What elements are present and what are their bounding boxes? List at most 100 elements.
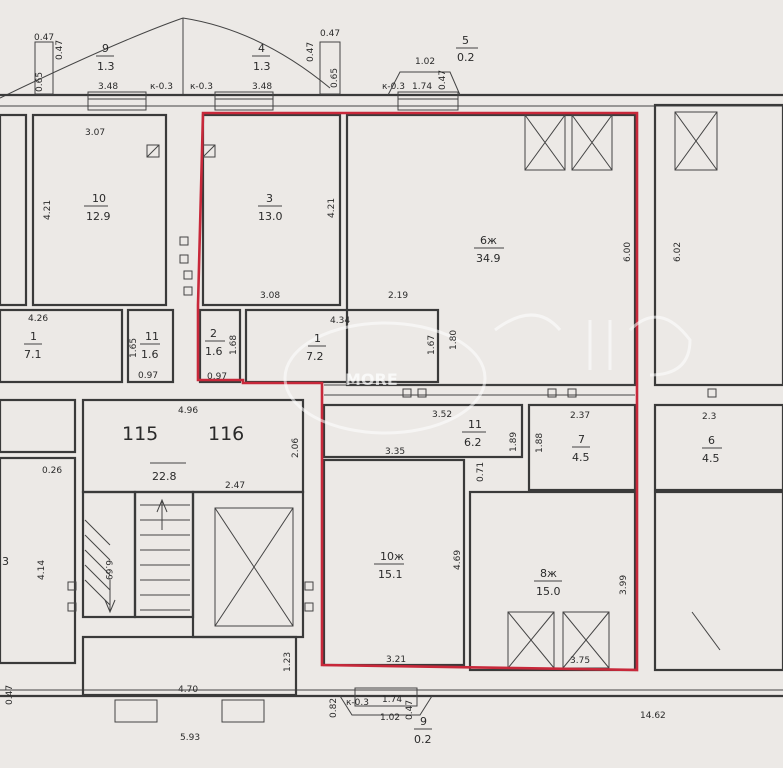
dim-label: 0.47 <box>5 685 15 705</box>
dim-label: 2.37 <box>570 411 590 421</box>
dim-label: 3.48 <box>252 82 272 92</box>
dim-label: 3.52 <box>432 410 452 420</box>
dim-label: 1.88 <box>535 433 545 453</box>
dim-label: 0.47 <box>438 70 448 90</box>
room-area: 4.5 <box>572 451 590 464</box>
dim-label: 1.74 <box>412 82 432 92</box>
top-dimensions: 0.47 0.47 0.65 3.48 к-0.3 к-0.3 3.48 0.4… <box>34 29 448 92</box>
room-number: 3 <box>266 192 273 205</box>
dim-label: 0.97 <box>138 371 158 381</box>
dim-label: 1.74 <box>382 695 402 705</box>
room-number: 3 <box>2 555 9 568</box>
dim-label: 0.47 <box>306 42 316 62</box>
balcony-number: 5 <box>462 34 469 47</box>
dim-label: 0.47 <box>55 40 65 60</box>
room-number: 2 <box>210 327 217 340</box>
outer-walls <box>0 17 783 723</box>
dim-label: 3.75 <box>570 656 590 666</box>
dim-label: 6.02 <box>673 242 683 262</box>
room-area: 4.5 <box>702 452 720 465</box>
dim-label: к-0.3 <box>382 82 405 92</box>
dim-label: 1.80 <box>449 330 459 350</box>
dim-label: 14.62 <box>640 711 666 721</box>
balcony-labels: 9 1.3 4 1.3 5 0.2 9 0.2 <box>96 34 478 746</box>
apartment-number-115: 115 <box>122 423 158 445</box>
dim-label: 6.69 <box>103 560 113 580</box>
dim-label: 0.47 <box>34 33 54 43</box>
room-area: 12.9 <box>86 210 111 223</box>
misc-dimensions: 2.47 6.69 4.14 0.26 1.23 4.70 5.93 0.82 … <box>2 466 666 743</box>
dim-label: 4.26 <box>28 314 48 324</box>
balcony-area: 0.2 <box>414 733 432 746</box>
dim-label: 4.21 <box>327 198 337 218</box>
balcony-number: 4 <box>258 42 265 55</box>
dim-label: 3.99 <box>619 575 629 595</box>
room-number: 7 <box>578 433 585 446</box>
dim-label: 6.00 <box>623 242 633 262</box>
room-area: 13.0 <box>258 210 283 223</box>
watermark: MORE <box>283 313 692 435</box>
balcony-area: 0.2 <box>457 51 475 64</box>
room-area: 7.1 <box>24 348 42 361</box>
room-area: 15.0 <box>536 585 561 598</box>
room-number: 11 <box>468 418 482 431</box>
room-number: 11 <box>145 330 159 343</box>
room-walls <box>0 103 783 697</box>
dim-label: 3.07 <box>85 128 105 138</box>
dim-label: 0.47 <box>320 29 340 39</box>
apartment-highlight <box>196 111 639 672</box>
dim-label: 2.47 <box>225 481 245 491</box>
dim-label: 1.67 <box>427 335 437 355</box>
dim-label: 3.08 <box>260 291 280 301</box>
room-number: 6ж <box>480 234 497 247</box>
dim-label: 1.02 <box>415 57 435 67</box>
dim-label: 1.23 <box>283 652 293 672</box>
dim-label: 4.14 <box>37 560 47 580</box>
apartment-numbers: 115 116 <box>122 423 244 445</box>
dim-label: 0.97 <box>207 372 227 382</box>
dim-label: 2.3 <box>702 412 716 422</box>
dim-label: 0.82 <box>329 698 339 718</box>
dim-label: 0.47 <box>405 700 415 720</box>
dim-label: к-0.3 <box>190 82 213 92</box>
room-area: 1.6 <box>205 345 223 358</box>
room-number: 8ж <box>540 567 557 580</box>
apartment-number-116: 116 <box>208 423 244 445</box>
dim-label: 4.96 <box>178 406 198 416</box>
room-area: 7.2 <box>306 350 324 363</box>
room-area: 6.2 <box>464 436 482 449</box>
room-area: 34.9 <box>476 252 501 265</box>
dim-label: 0.65 <box>330 68 340 88</box>
dim-label: 4.69 <box>453 550 463 570</box>
balcony-area: 1.3 <box>253 60 271 73</box>
balcony-number: 9 <box>420 715 427 728</box>
room-number: 1 <box>30 330 37 343</box>
room-area: 1.6 <box>141 348 159 361</box>
balcony-number: 9 <box>102 42 109 55</box>
dim-label: к-0.3 <box>150 82 173 92</box>
dim-label: 1.02 <box>380 713 400 723</box>
room-labels: 3.07 4.21 10 12.9 4.21 3.08 3 13.0 6.00 … <box>24 128 722 666</box>
dim-label: 4.34 <box>330 316 350 326</box>
balcony-area: 1.3 <box>97 60 115 73</box>
room-area: 22.8 <box>152 470 177 483</box>
room-area: 15.1 <box>378 568 403 581</box>
room-number: 6 <box>708 434 715 447</box>
dim-label: 1.68 <box>229 335 239 355</box>
dim-label: к-0.3 <box>346 698 369 708</box>
dim-label: 5.93 <box>180 733 200 743</box>
dim-label: 1.65 <box>129 338 139 358</box>
watermark-text: MORE <box>345 370 398 389</box>
room-number: 10 <box>92 192 106 205</box>
dim-label: 0.71 <box>476 462 486 482</box>
dim-label: 1.89 <box>509 432 519 452</box>
dim-label: 0.65 <box>35 72 45 92</box>
dim-label: 3.21 <box>386 655 406 665</box>
dim-label: 4.70 <box>178 685 198 695</box>
dim-label: 3.35 <box>385 447 405 457</box>
dim-label: 4.21 <box>43 200 53 220</box>
dim-label: 0.26 <box>42 466 62 476</box>
dim-label: 2.19 <box>388 291 408 301</box>
dim-label: 3.48 <box>98 82 118 92</box>
